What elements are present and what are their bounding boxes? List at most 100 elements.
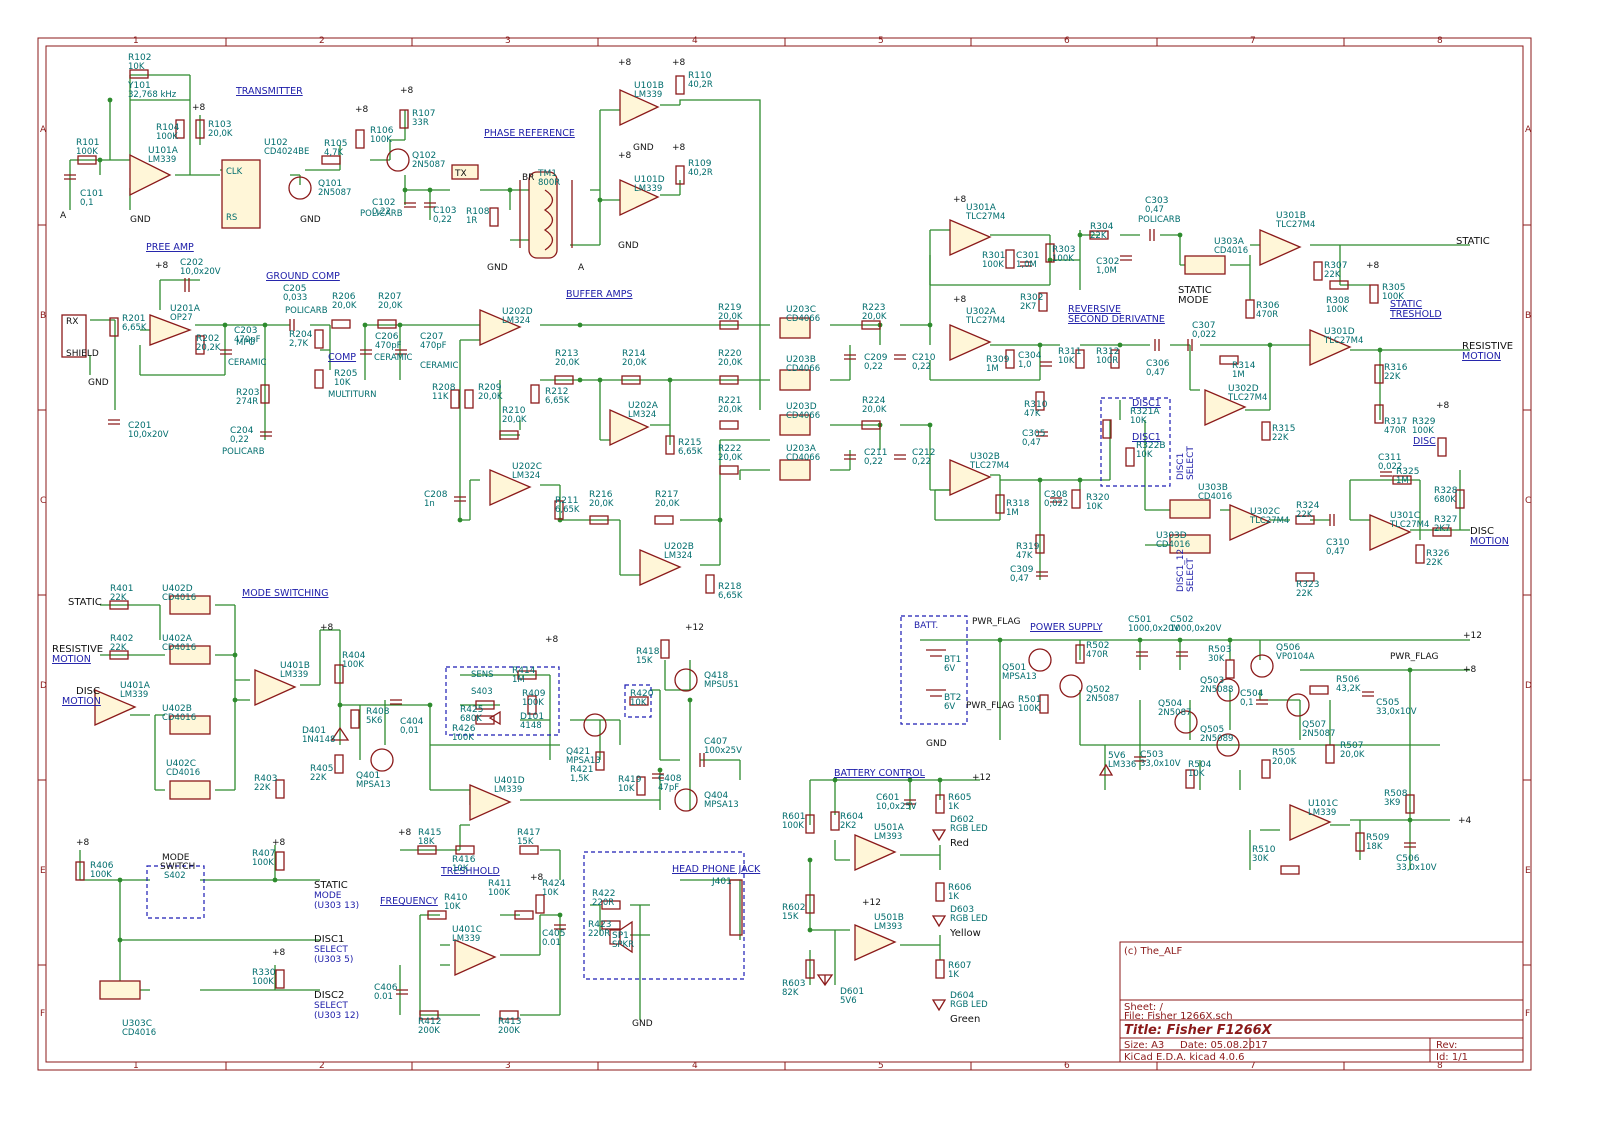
component-ref: R217 — [655, 490, 678, 500]
component-value: MPSA13 — [704, 800, 739, 810]
component-value: 20,0K — [862, 405, 887, 415]
group-boxes — [146, 397, 1171, 980]
component-ref: U301D — [1324, 327, 1355, 337]
section-transmitter: TRANSMITTER — [235, 86, 303, 97]
component-ref: R315 — [1272, 424, 1295, 434]
component-ref: C503 — [1140, 750, 1163, 760]
component-ref: R101 — [76, 138, 99, 148]
component-ref: R510 — [1252, 845, 1276, 855]
component-value: 10K — [1086, 502, 1103, 512]
component-value: RGB LED — [950, 1000, 988, 1010]
net-shield: SHIELD — [66, 349, 99, 359]
component-value: 0,47 — [1145, 205, 1164, 215]
grid-col-label: 2 — [319, 36, 325, 46]
component-ref: R326 — [1426, 549, 1450, 559]
component-ref: U401B — [280, 661, 310, 671]
component-ref: C505 — [1376, 698, 1399, 708]
component-value: 1,0 — [1018, 360, 1032, 370]
component-ref: R208 — [432, 383, 456, 393]
component-ref: C301 — [1016, 251, 1039, 261]
component-value: 10K — [542, 888, 559, 898]
component-ref: Q503 — [1200, 676, 1224, 686]
component-ref: R309 — [986, 355, 1010, 365]
component-ref: U202A — [628, 401, 659, 411]
label-disc12-select-1: DISC1_12 — [1176, 549, 1186, 592]
component-ref: Q504 — [1158, 699, 1183, 709]
component-value: CD4066 — [786, 364, 820, 374]
component-ref: Q507 — [1302, 720, 1326, 730]
component-ref: R324 — [1296, 501, 1320, 511]
component-value: LM339 — [148, 155, 176, 165]
component-ref: R502 — [1086, 641, 1109, 651]
component-value: 22K — [110, 643, 127, 653]
component-ref: R103 — [208, 120, 231, 130]
component-ref: R403 — [254, 774, 277, 784]
net-gnd-bat: GND — [926, 739, 947, 749]
component-ref: R317 — [1384, 417, 1407, 427]
component-ref: C203 — [234, 326, 257, 336]
component-value: LM324 — [628, 410, 656, 420]
label-disc12-select-2: SELECT — [1186, 558, 1196, 592]
component-value: 33,0x10V — [1140, 759, 1181, 769]
net-p8-2: +8 — [355, 105, 369, 115]
component-value: 470pF — [234, 335, 261, 345]
component-value: 470pF — [420, 341, 447, 351]
component-ref: Q506 — [1276, 643, 1301, 653]
component-ref: C311 — [1378, 453, 1401, 463]
grid-col-label: 2 — [319, 1061, 325, 1071]
section-phase-reference: PHASE REFERENCE — [484, 128, 575, 139]
component-value: LM339 — [452, 934, 480, 944]
net-gnd-hp: GND — [632, 1019, 653, 1029]
net-p8-1: +8 — [192, 103, 206, 113]
component-value: 20,0K — [718, 453, 743, 463]
component-ref: U203A — [786, 444, 817, 454]
component-ref: R328 — [1434, 486, 1458, 496]
component-value: 30K — [1208, 654, 1225, 664]
component-ref: R214 — [622, 349, 646, 359]
component-value: 0,22 — [912, 362, 931, 372]
net-pwr-flag-2: PWR_FLAG — [966, 701, 1014, 711]
component-ref: BT2 — [944, 693, 961, 703]
component-value: 18K — [1366, 842, 1383, 852]
component-ref: R503 — [1208, 645, 1231, 655]
component-value: 1,5K — [570, 774, 590, 784]
component-value: 0,1 — [80, 198, 94, 208]
component-ref: U301C — [1390, 511, 1420, 521]
component-value: 20,0K — [655, 499, 680, 509]
component-value: 100K — [452, 733, 474, 743]
component-ref: R319 — [1016, 542, 1040, 552]
component-ref: R402 — [110, 634, 133, 644]
component-ref: U501A — [874, 823, 905, 833]
junctions — [97, 97, 1413, 943]
component-value: 100K — [342, 660, 364, 670]
component-value: 20,0K — [622, 358, 647, 368]
component-value: 32,768 kHz — [128, 90, 177, 100]
component-ref: U501B — [874, 913, 904, 923]
component-ref: D604 — [950, 991, 974, 1001]
component-ref: SP1 — [612, 931, 629, 941]
net-in-resistive-2: MOTION — [52, 654, 91, 665]
component-value: 20,0K — [718, 405, 743, 415]
component-ref: R413 — [498, 1017, 521, 1027]
component-value: 10K — [334, 378, 351, 388]
component-value: 1K — [948, 802, 959, 812]
net-p8-12: +8 — [1436, 401, 1450, 411]
component-value: CD4016 — [1156, 540, 1190, 550]
net-p8-8: +8 — [155, 261, 169, 271]
component-value: CD4016 — [166, 768, 200, 778]
component-value: 4,7K — [324, 148, 344, 158]
component-ref: C208 — [424, 490, 448, 500]
component-ref: C205 — [283, 284, 306, 294]
component-ref: R106 — [370, 126, 394, 136]
component-value: LM339 — [494, 785, 522, 795]
component-value: 0,47 — [1326, 547, 1345, 557]
net-p12-3: +12 — [862, 898, 881, 908]
net-disc1-select-3: (U303 5) — [314, 955, 353, 965]
net-p8-10: +8 — [953, 295, 967, 305]
component-value: 10K — [1188, 769, 1205, 779]
grid-row-label: B — [40, 311, 46, 321]
grid-row-label: B — [1525, 311, 1531, 321]
component-value: 100K — [1382, 292, 1404, 302]
component-ref: R424 — [542, 879, 566, 889]
